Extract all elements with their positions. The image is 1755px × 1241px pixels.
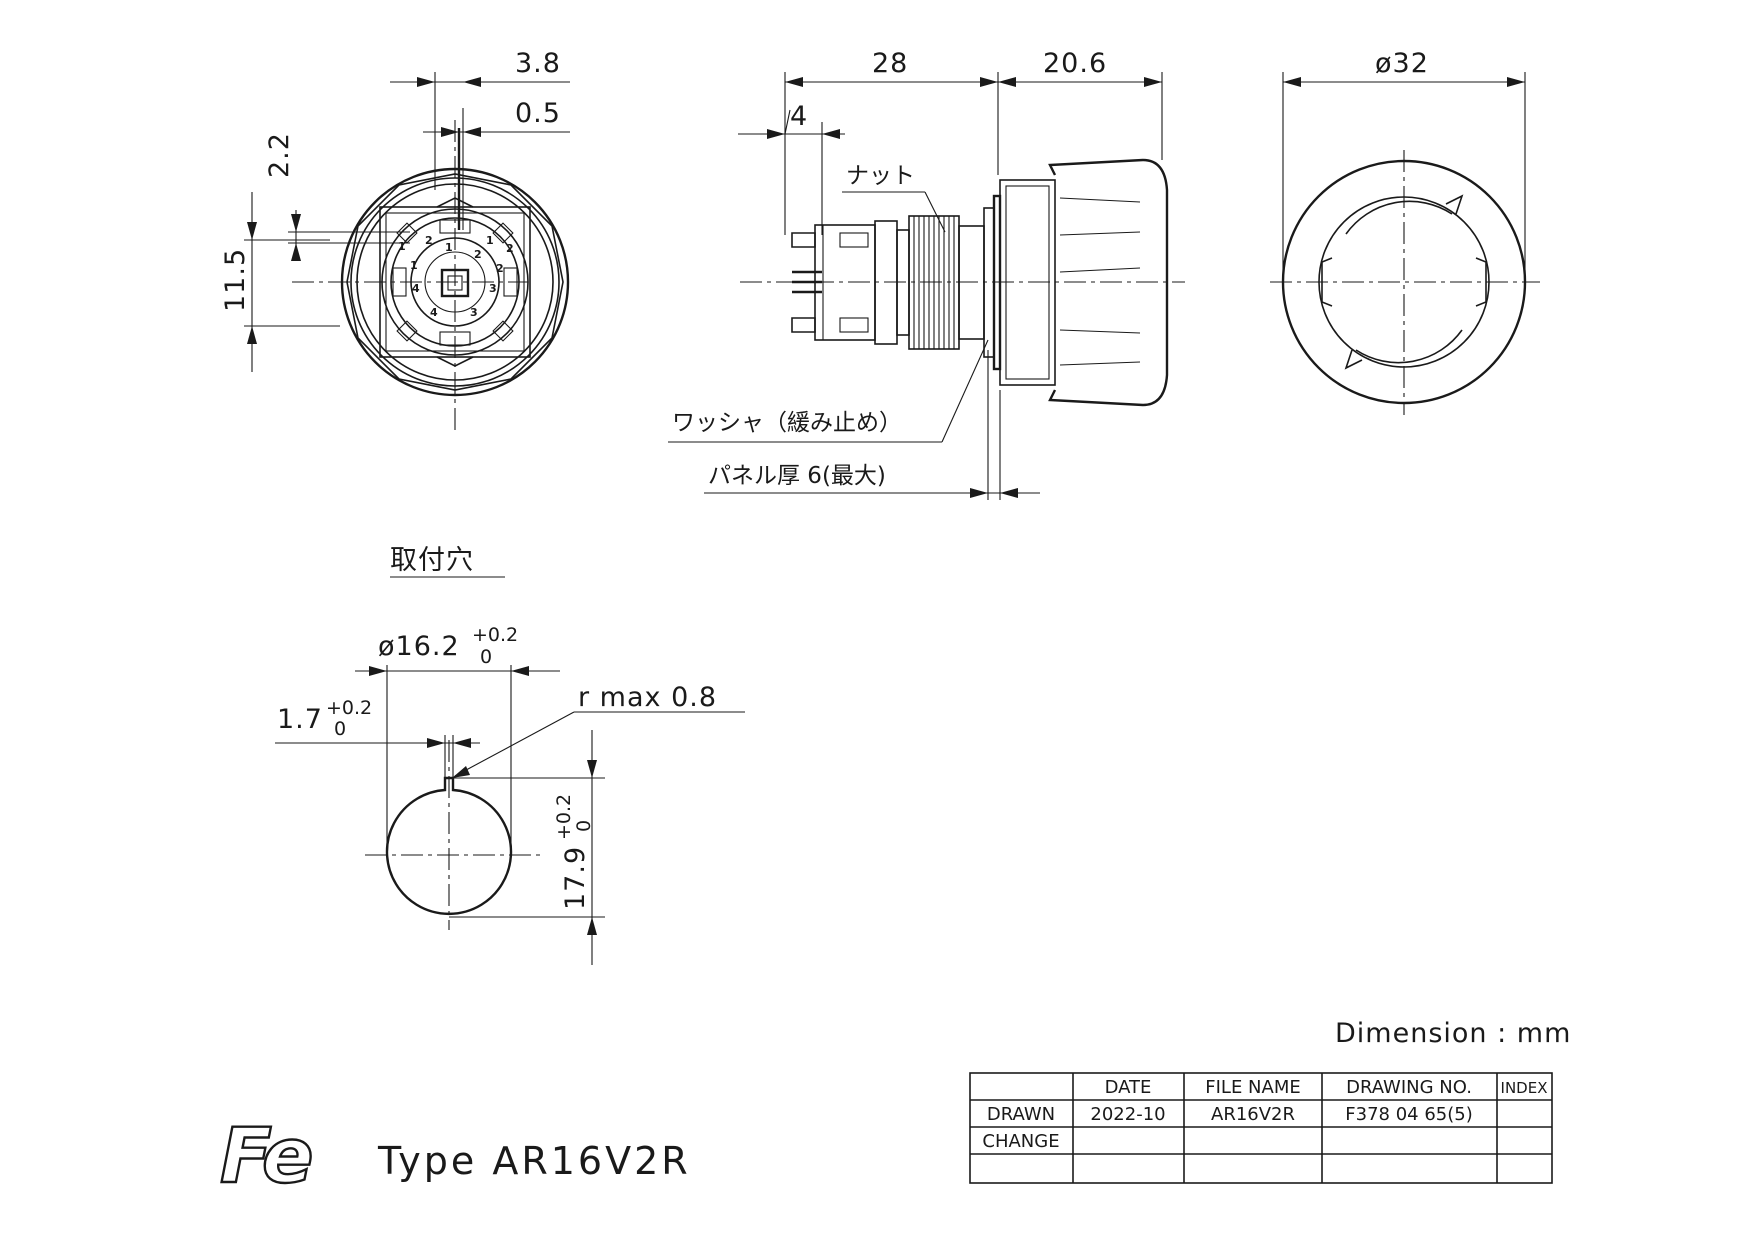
pin-label: 4 [412,282,420,295]
dim-28: 28 [872,48,908,79]
header-date: DATE [1105,1077,1152,1098]
front-view: 1 2 1 2 4 3 4 3 1 2 1 2 3.8 0.5 2.2 11.5 [220,48,570,430]
dim-diameter-32: ø32 [1375,48,1429,79]
mounting-hole-view: 取付穴 ø16.2 +0.2 0 1.7 +0.2 0 r max 0.8 17… [275,545,745,965]
row-change-label: CHANGE [982,1131,1059,1152]
dim-3-8: 3.8 [515,48,561,79]
key-width-tol-upper: +0.2 [326,697,372,719]
row-drawn-file: AR16V2R [1211,1104,1295,1125]
dim-4: 4 [790,101,808,132]
row-drawn-label: DRAWN [987,1104,1055,1125]
header-drawing-no: DRAWING NO. [1346,1077,1472,1098]
type-label: Type AR16V2R [377,1139,691,1183]
dim-0-5: 0.5 [515,98,561,129]
hole-height-tol-lower: 0 [573,820,595,832]
row-drawn-drawing-no: F378 04 65(5) [1345,1104,1472,1125]
pin-label: 4 [430,306,438,319]
logo-text: Fe [220,1111,311,1200]
title-block: DATE FILE NAME DRAWING NO. INDEX DRAWN 2… [969,1072,1553,1184]
header-file-name: FILE NAME [1205,1077,1300,1098]
radius-note: r max 0.8 [578,682,717,713]
dim-20-6: 20.6 [1043,48,1107,79]
hole-diameter-tol-lower: 0 [480,646,492,668]
key-width-tol-lower: 0 [334,718,346,740]
mounting-hole-title: 取付穴 [390,545,474,576]
dim-11-5: 11.5 [220,248,251,312]
nut-knurl [913,216,955,349]
pin-label: 1 [410,259,418,272]
pin-label: 2 [425,234,433,247]
hole-diameter: ø16.2 [378,631,460,662]
pin-label: 3 [470,306,478,319]
header-index: INDEX [1501,1079,1548,1097]
pin-label: 3 [489,282,497,295]
pin-label: 2 [496,262,504,275]
key-width: 1.7 [277,704,323,735]
pin-label: 1 [398,240,406,253]
hole-height-tol-upper: +0.2 [553,794,575,840]
pin-label: 2 [474,248,482,261]
unit-note: Dimension : mm [1335,1018,1571,1049]
panel-thickness-label: パネル厚 6(最大) [708,463,886,489]
pin-label: 2 [506,242,514,255]
pin-label: 1 [445,241,453,254]
row-drawn-date: 2022-10 [1090,1104,1165,1125]
side-view: 28 20.6 4 ナット ワッシャ（緩み止め） パネル厚 6(最大) [668,48,1185,500]
brand-logo: Fe [219,1110,316,1201]
hole-height: 17.9 [560,846,591,910]
dim-2-2: 2.2 [264,132,295,178]
top-view: ø32 [1270,48,1540,415]
nut-label: ナット [846,163,915,189]
hole-diameter-tol-upper: +0.2 [472,624,518,646]
pin-label: 1 [486,234,494,247]
washer-label: ワッシャ（緩み止め） [672,410,902,436]
